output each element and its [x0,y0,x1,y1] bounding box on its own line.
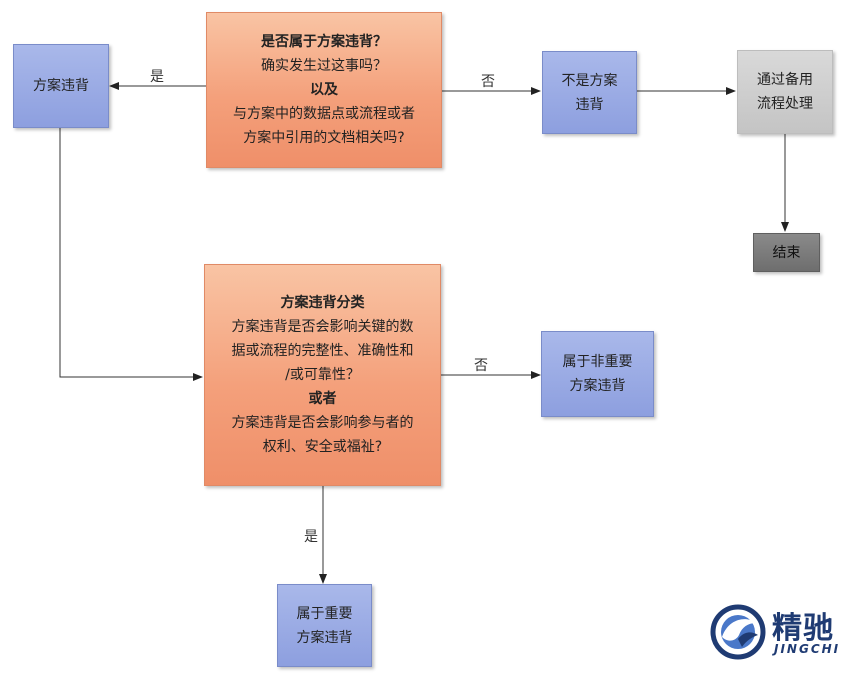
decision1-line: 确实发生过这事吗？ [261,58,387,74]
node-label: 不是方案 [561,72,618,89]
node-label: 属于重要 [296,605,353,622]
decision2-line: 权利、安全或福祉? [262,439,383,455]
decision1-line: 方案中引用的文档相关吗? [243,130,405,146]
node-major-violation: 属于重要 方案违背 [277,584,372,667]
edge-label-no: 否 [474,358,488,374]
decision2-line: 方案违背是否会影响参与者的 [231,415,414,431]
logo-name: 精驰 [772,611,834,646]
edge-label-yes: 是 [304,529,318,545]
node-protocol-violation: 方案违背 [13,44,109,128]
node-label: 违背 [575,96,604,113]
jingchi-logo-icon [710,604,766,660]
node-label: 方案违背 [569,378,626,394]
decision2-or: 或者 [308,391,337,407]
node-non-major-violation: 属于非重要 方案违背 [541,331,654,417]
edge-label-yes: 是 [150,69,164,85]
edge-to-classification [59,127,203,381]
node-label: 方案违背 [33,78,89,94]
decision-is-protocol-violation: 是否属于方案违背？ 确实发生过这事吗？ 以及 与方案中的数据点或流程或者 方案中… [206,12,442,168]
decision2-line: 方案违背是否会影响关键的数 [231,319,414,335]
node-alternate-process: 通过备用 流程处理 [737,50,833,134]
decision2-title: 方案违背分类 [280,295,365,311]
node-not-violation: 不是方案 违背 [542,51,637,134]
edge-label-no: 否 [481,74,495,90]
node-label: 方案违背 [296,629,353,646]
node-end: 结束 [753,233,820,272]
decision1-and: 以及 [310,82,338,98]
node-label: 结束 [772,244,801,261]
decision-violation-classification: 方案违背分类 方案违背是否会影响关键的数 据或流程的完整性、准确性和 /或可靠性… [204,264,441,486]
node-label: 流程处理 [757,96,813,112]
decision2-line: 据或流程的完整性、准确性和 [231,343,414,359]
decision1-title: 是否属于方案违背？ [261,34,387,50]
logo-subtitle: JINGCHI [774,642,841,656]
node-label: 通过备用 [757,72,813,88]
decision1-line: 与方案中的数据点或流程或者 [233,106,415,122]
node-label: 属于非重要 [562,354,633,370]
decision2-line: /或可靠性？ [285,367,360,383]
